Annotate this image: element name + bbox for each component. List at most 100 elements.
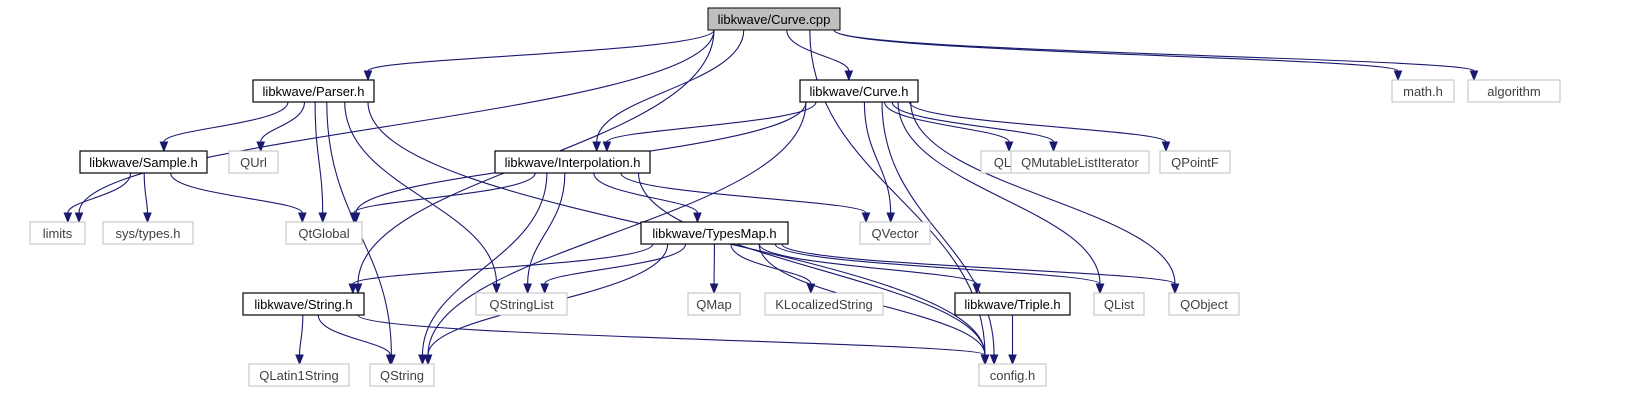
node-label: libkwave/TypesMap.h (652, 226, 776, 241)
edge-curve-cpp-to-curve-h (786, 29, 850, 72)
node-limits: limits (29, 221, 86, 245)
node-label: QVector (872, 226, 920, 241)
node-box (248, 363, 350, 387)
edge-curve-cpp-to-parser-h (367, 29, 715, 72)
node-box (29, 221, 86, 245)
edge-sample-h-to-sys-types-h (143, 172, 149, 214)
edge-curve-h-to-qobject (910, 101, 1176, 285)
node-parser-h[interactable]: libkwave/Parser.h (252, 79, 375, 103)
node-math-h: math.h (1391, 79, 1455, 103)
edge-typesmap-h-to-qlist (774, 243, 1101, 285)
node-box (252, 79, 375, 103)
node-box (1168, 292, 1240, 316)
node-curve-cpp[interactable]: libkwave/Curve.cpp (707, 7, 841, 31)
edge-parser-h-to-qstringlist (344, 101, 498, 285)
node-box (1010, 150, 1150, 174)
arrowhead (602, 141, 612, 153)
node-qpointf: QPointF (1159, 150, 1231, 174)
node-box (799, 79, 919, 103)
node-box (687, 292, 741, 316)
edge-curve-h-to-qlist (897, 101, 1101, 285)
node-triple-h[interactable]: libkwave/Triple.h (954, 292, 1071, 316)
arrowhead (349, 212, 359, 224)
nodes-layer: libkwave/Curve.cpp libkwave/Parser.h libkw… (29, 7, 1561, 387)
arrowhead (523, 283, 532, 295)
node-label: libkwave/Interpolation.h (505, 155, 641, 170)
arrowhead (159, 141, 169, 153)
arrowhead (348, 283, 358, 295)
node-label: sys/types.h (115, 226, 180, 241)
edge-parser-h-to-qurl (260, 101, 306, 143)
node-box (764, 292, 884, 316)
node-label: limits (43, 226, 73, 241)
edge-curve-h-to-qvector (863, 101, 892, 214)
edge-curve-cpp-to-limits (78, 29, 715, 214)
node-box (1467, 79, 1561, 103)
arrowhead (540, 283, 549, 295)
node-label: QMap (696, 297, 731, 312)
node-box (707, 7, 841, 31)
arrowhead (693, 212, 702, 224)
node-label: QObject (1180, 297, 1228, 312)
arrowhead (1049, 141, 1058, 153)
node-box (242, 292, 365, 316)
node-box (1159, 150, 1231, 174)
node-qmutablelistiterator: QMutableListIterator (1010, 150, 1150, 174)
node-qobject: QObject (1168, 292, 1240, 316)
node-box (102, 221, 194, 245)
node-label: libkwave/String.h (254, 297, 352, 312)
node-string-h[interactable]: libkwave/String.h (242, 292, 365, 316)
node-sys-types-h: sys/types.h (102, 221, 194, 245)
edge-typesmap-h-to-qobject (781, 243, 1176, 285)
node-box (954, 292, 1071, 316)
arrowhead (1161, 141, 1171, 153)
node-sample-h[interactable]: libkwave/Sample.h (79, 150, 208, 174)
node-box (475, 292, 568, 316)
arrowhead (1008, 354, 1017, 366)
node-qvector: QVector (859, 221, 931, 245)
node-box (228, 150, 279, 174)
edge-typesmap-h-to-triple-h (758, 243, 978, 285)
node-typesmap-h[interactable]: libkwave/TypesMap.h (640, 221, 789, 245)
arrowhead (972, 283, 982, 295)
node-label: KLocalizedString (775, 297, 873, 312)
node-label: QString (380, 368, 424, 383)
node-box (978, 363, 1047, 387)
node-label: libkwave/Parser.h (263, 84, 365, 99)
edge-typesmap-h-to-qstringlist (544, 243, 687, 285)
arrowhead (709, 283, 719, 295)
arrowhead (1004, 141, 1014, 153)
node-curve-h[interactable]: libkwave/Curve.h (799, 79, 919, 103)
node-qlatin1string: QLatin1String (248, 363, 350, 387)
node-interpolation-h[interactable]: libkwave/Interpolation.h (494, 150, 651, 174)
node-label: QPointF (1171, 155, 1219, 170)
arrowhead (363, 70, 373, 82)
node-label: algorithm (1487, 84, 1540, 99)
edge-curve-cpp-to-interpolation-h (596, 29, 745, 143)
arrowhead (1393, 70, 1403, 82)
edge-curve-h-to-qstring (427, 101, 807, 356)
arrowhead (592, 141, 602, 153)
node-klocalizedstring: KLocalizedString (764, 292, 884, 316)
arrowhead (861, 212, 871, 224)
arrowhead (298, 212, 307, 224)
arrowhead (63, 212, 73, 224)
edge-curve-cpp-to-algorithm (833, 29, 1475, 72)
arrowhead (385, 354, 395, 366)
edge-string-h-to-config-h (357, 314, 986, 356)
node-label: QUrl (240, 155, 267, 170)
node-label: libkwave/Triple.h (964, 297, 1060, 312)
edge-string-h-to-qstring (317, 314, 391, 356)
node-qmap: QMap (687, 292, 741, 316)
node-box (1093, 292, 1145, 316)
arrowhead (1469, 70, 1479, 82)
edge-sample-h-to-qtglobal (170, 172, 303, 214)
edge-parser-h-to-sample-h (163, 101, 289, 143)
arrowhead (418, 354, 427, 366)
edge-curve-cpp-to-math-h (833, 29, 1399, 72)
node-label: libkwave/Sample.h (89, 155, 197, 170)
edge-interpolation-h-to-qvector (620, 172, 867, 214)
arrowhead (1170, 283, 1180, 295)
arrowhead (492, 283, 501, 295)
